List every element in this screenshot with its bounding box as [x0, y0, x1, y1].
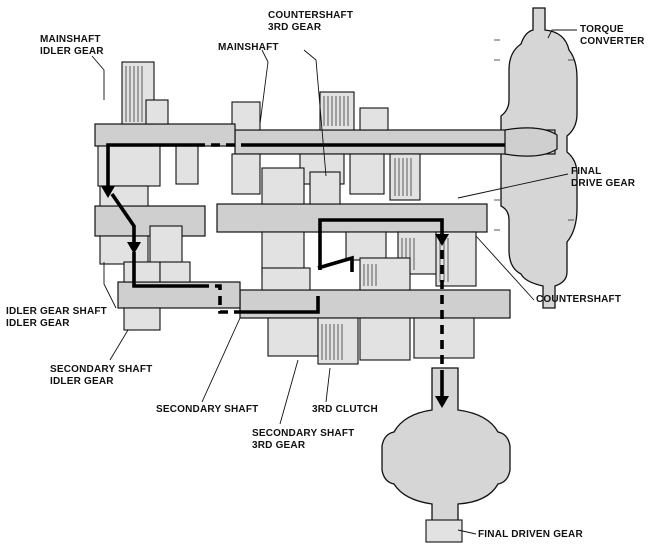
final-driven-gear-housing: [381, 367, 511, 527]
label-secondary-shaft-3rd-gear: SECONDARY SHAFT 3RD GEAR: [252, 428, 357, 451]
label-countershaft-3rd-gear: COUNTERSHAFT 3RD GEAR: [268, 10, 356, 33]
label-mainshaft-idler-gear: MAINSHAFT IDLER GEAR: [40, 34, 104, 57]
label-final-drive-gear: FINAL DRIVE GEAR: [571, 166, 636, 189]
label-countershaft: COUNTERSHAFT: [536, 294, 621, 305]
torque-converter: [500, 7, 578, 309]
label-secondary-shaft-idler-gear: SECONDARY SHAFT IDLER GEAR: [50, 364, 155, 387]
countershaft-body: [216, 203, 488, 233]
label-idler-gear-shaft-idler-gear: IDLER GEAR SHAFT IDLER GEAR: [6, 306, 110, 329]
label-final-driven-gear: FINAL DRIVEN GEAR: [478, 529, 583, 540]
label-3rd-clutch: 3RD CLUTCH: [312, 404, 378, 415]
mainshaft-idler-shaft: [94, 123, 236, 147]
label-torque-converter: TORQUE CONVERTER: [580, 24, 645, 47]
label-secondary-shaft: SECONDARY SHAFT: [156, 404, 258, 415]
label-mainshaft: MAINSHAFT: [218, 42, 279, 53]
